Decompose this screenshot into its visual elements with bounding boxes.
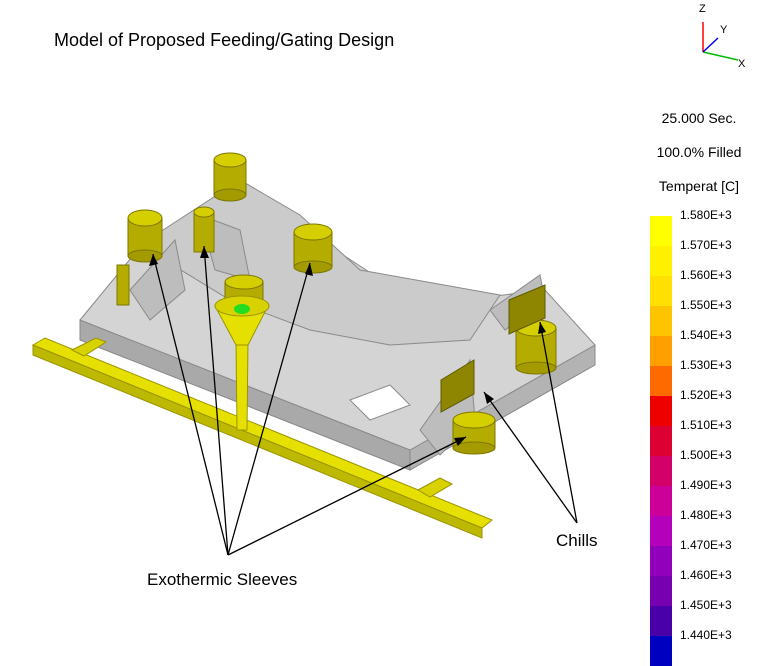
legend-value: 1.550E+3 <box>680 298 732 312</box>
legend-value: 1.440E+3 <box>680 628 732 642</box>
legend-swatch <box>650 456 672 486</box>
legend-value: 1.470E+3 <box>680 538 732 552</box>
sleeve-1 <box>213 152 247 202</box>
chill-1 <box>440 359 475 413</box>
legend-swatch <box>650 576 672 606</box>
casting-model <box>31 152 596 556</box>
legend-swatch <box>650 426 672 456</box>
page-title: Model of Proposed Feeding/Gating Design <box>54 30 395 50</box>
chill-2 <box>508 284 546 335</box>
legend-value: 1.530E+3 <box>680 358 732 372</box>
gate-right <box>416 477 454 498</box>
legend-swatch <box>650 516 672 546</box>
legend-swatch <box>650 606 672 636</box>
legend-swatch <box>650 396 672 426</box>
legend-swatch <box>650 336 672 366</box>
chill-arrowheads <box>484 322 546 404</box>
fill-status: 100.0% Filled <box>656 144 742 160</box>
axis-x-label: X <box>738 58 746 70</box>
axis-triad: Z Y X <box>688 0 758 75</box>
axis-z-label: Z <box>699 3 706 15</box>
axis-triad-icon <box>702 22 739 61</box>
sleeve-7 <box>452 411 496 455</box>
legend-value: 1.460E+3 <box>680 568 732 582</box>
legend-swatch <box>650 486 672 516</box>
legend-value: 1.580E+3 <box>680 208 732 222</box>
sleeve-arrowheads <box>149 246 466 446</box>
runner-bar-side <box>32 344 483 539</box>
legend-swatch <box>650 366 672 396</box>
sleeve-3 <box>193 206 215 253</box>
legend-value: 1.560E+3 <box>680 268 732 282</box>
legend-value: 1.480E+3 <box>680 508 732 522</box>
legend-value: 1.490E+3 <box>680 478 732 492</box>
legend-value: 1.540E+3 <box>680 328 732 342</box>
sleeve-arrows <box>152 245 467 556</box>
sprue <box>235 339 249 431</box>
legend-swatch <box>650 276 672 306</box>
legend-value: 1.510E+3 <box>680 418 732 432</box>
sleeve-5 <box>116 264 130 306</box>
casting-window <box>349 384 411 421</box>
legend-swatch <box>650 306 672 336</box>
legend-swatch <box>650 546 672 576</box>
sim-time: 25.000 Sec. <box>661 110 737 126</box>
sleeve-2 <box>127 209 163 263</box>
legend-value: 1.520E+3 <box>680 388 732 402</box>
chill-arrows <box>483 321 578 524</box>
legend-value: 1.570E+3 <box>680 238 732 252</box>
legend-swatch <box>650 636 672 666</box>
annotation-chills: Chills <box>556 531 598 550</box>
legend-value: 1.500E+3 <box>680 448 732 462</box>
gate-left <box>70 337 108 357</box>
sleeve-4 <box>293 223 333 274</box>
legend-swatch <box>650 216 672 246</box>
pouring-cup-opening <box>234 304 250 314</box>
annotation-sleeves: Exothermic Sleeves <box>147 570 298 589</box>
axis-y-label: Y <box>720 24 728 36</box>
legend-value: 1.450E+3 <box>680 598 732 612</box>
legend-swatch <box>650 246 672 276</box>
field-label: Temperat [C] <box>658 178 740 194</box>
